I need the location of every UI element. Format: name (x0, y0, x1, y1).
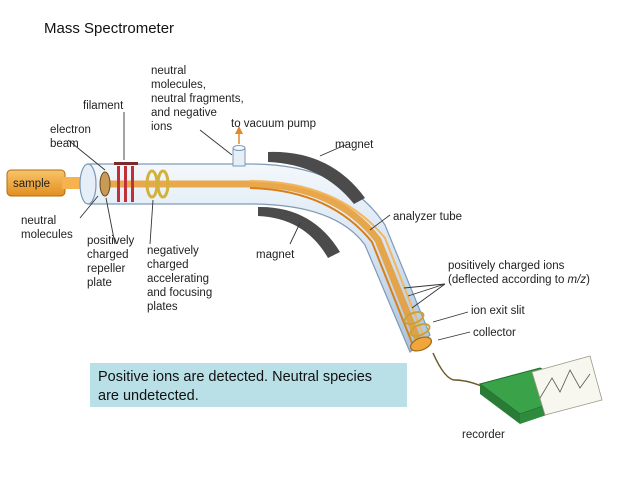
label-neutral-fragments: neutral molecules, neutral fragments, an… (151, 65, 247, 133)
vacuum-arrow-icon (235, 126, 243, 144)
page-title: Mass Spectrometer (44, 20, 175, 37)
pointer-lines (67, 112, 471, 341)
label-positive-ions: positively charged ions (deflected accor… (448, 260, 590, 286)
filament (114, 162, 138, 202)
recorder-wire (432, 352, 491, 391)
label-ion-exit-slit: ion exit slit (471, 305, 525, 317)
magnet-bottom (258, 206, 340, 258)
label-neutral-molecules: neutral molecules (21, 215, 73, 241)
accelerating-plates (145, 169, 170, 199)
label-recorder: recorder (462, 429, 505, 441)
recorder-icon (478, 355, 603, 424)
label-analyzer-tube: analyzer tube (393, 211, 462, 223)
magnet-top (268, 151, 365, 204)
label-sample: sample (13, 178, 50, 190)
label-to-vacuum-pump: to vacuum pump (231, 118, 316, 130)
repeller-plate (99, 171, 111, 197)
collector (409, 336, 433, 352)
label-accelerating-plates: negatively charged accelerating and focu… (147, 245, 215, 313)
label-magnet-bottom: magnet (256, 249, 295, 261)
ion-exit-slit (403, 311, 431, 337)
label-filament: filament (83, 100, 124, 112)
label-collector: collector (473, 327, 516, 339)
label-magnet-top: magnet (335, 139, 374, 151)
label-repeller-plate: positively charged repeller plate (87, 235, 138, 289)
info-callout: Positive ions are detected. Neutral spec… (90, 363, 407, 407)
callout-line-2: are undetected. (98, 388, 199, 404)
label-electron-beam: electron beam (50, 124, 94, 150)
callout-line-1: Positive ions are detected. Neutral spec… (98, 369, 373, 385)
ion-beam (100, 180, 426, 349)
